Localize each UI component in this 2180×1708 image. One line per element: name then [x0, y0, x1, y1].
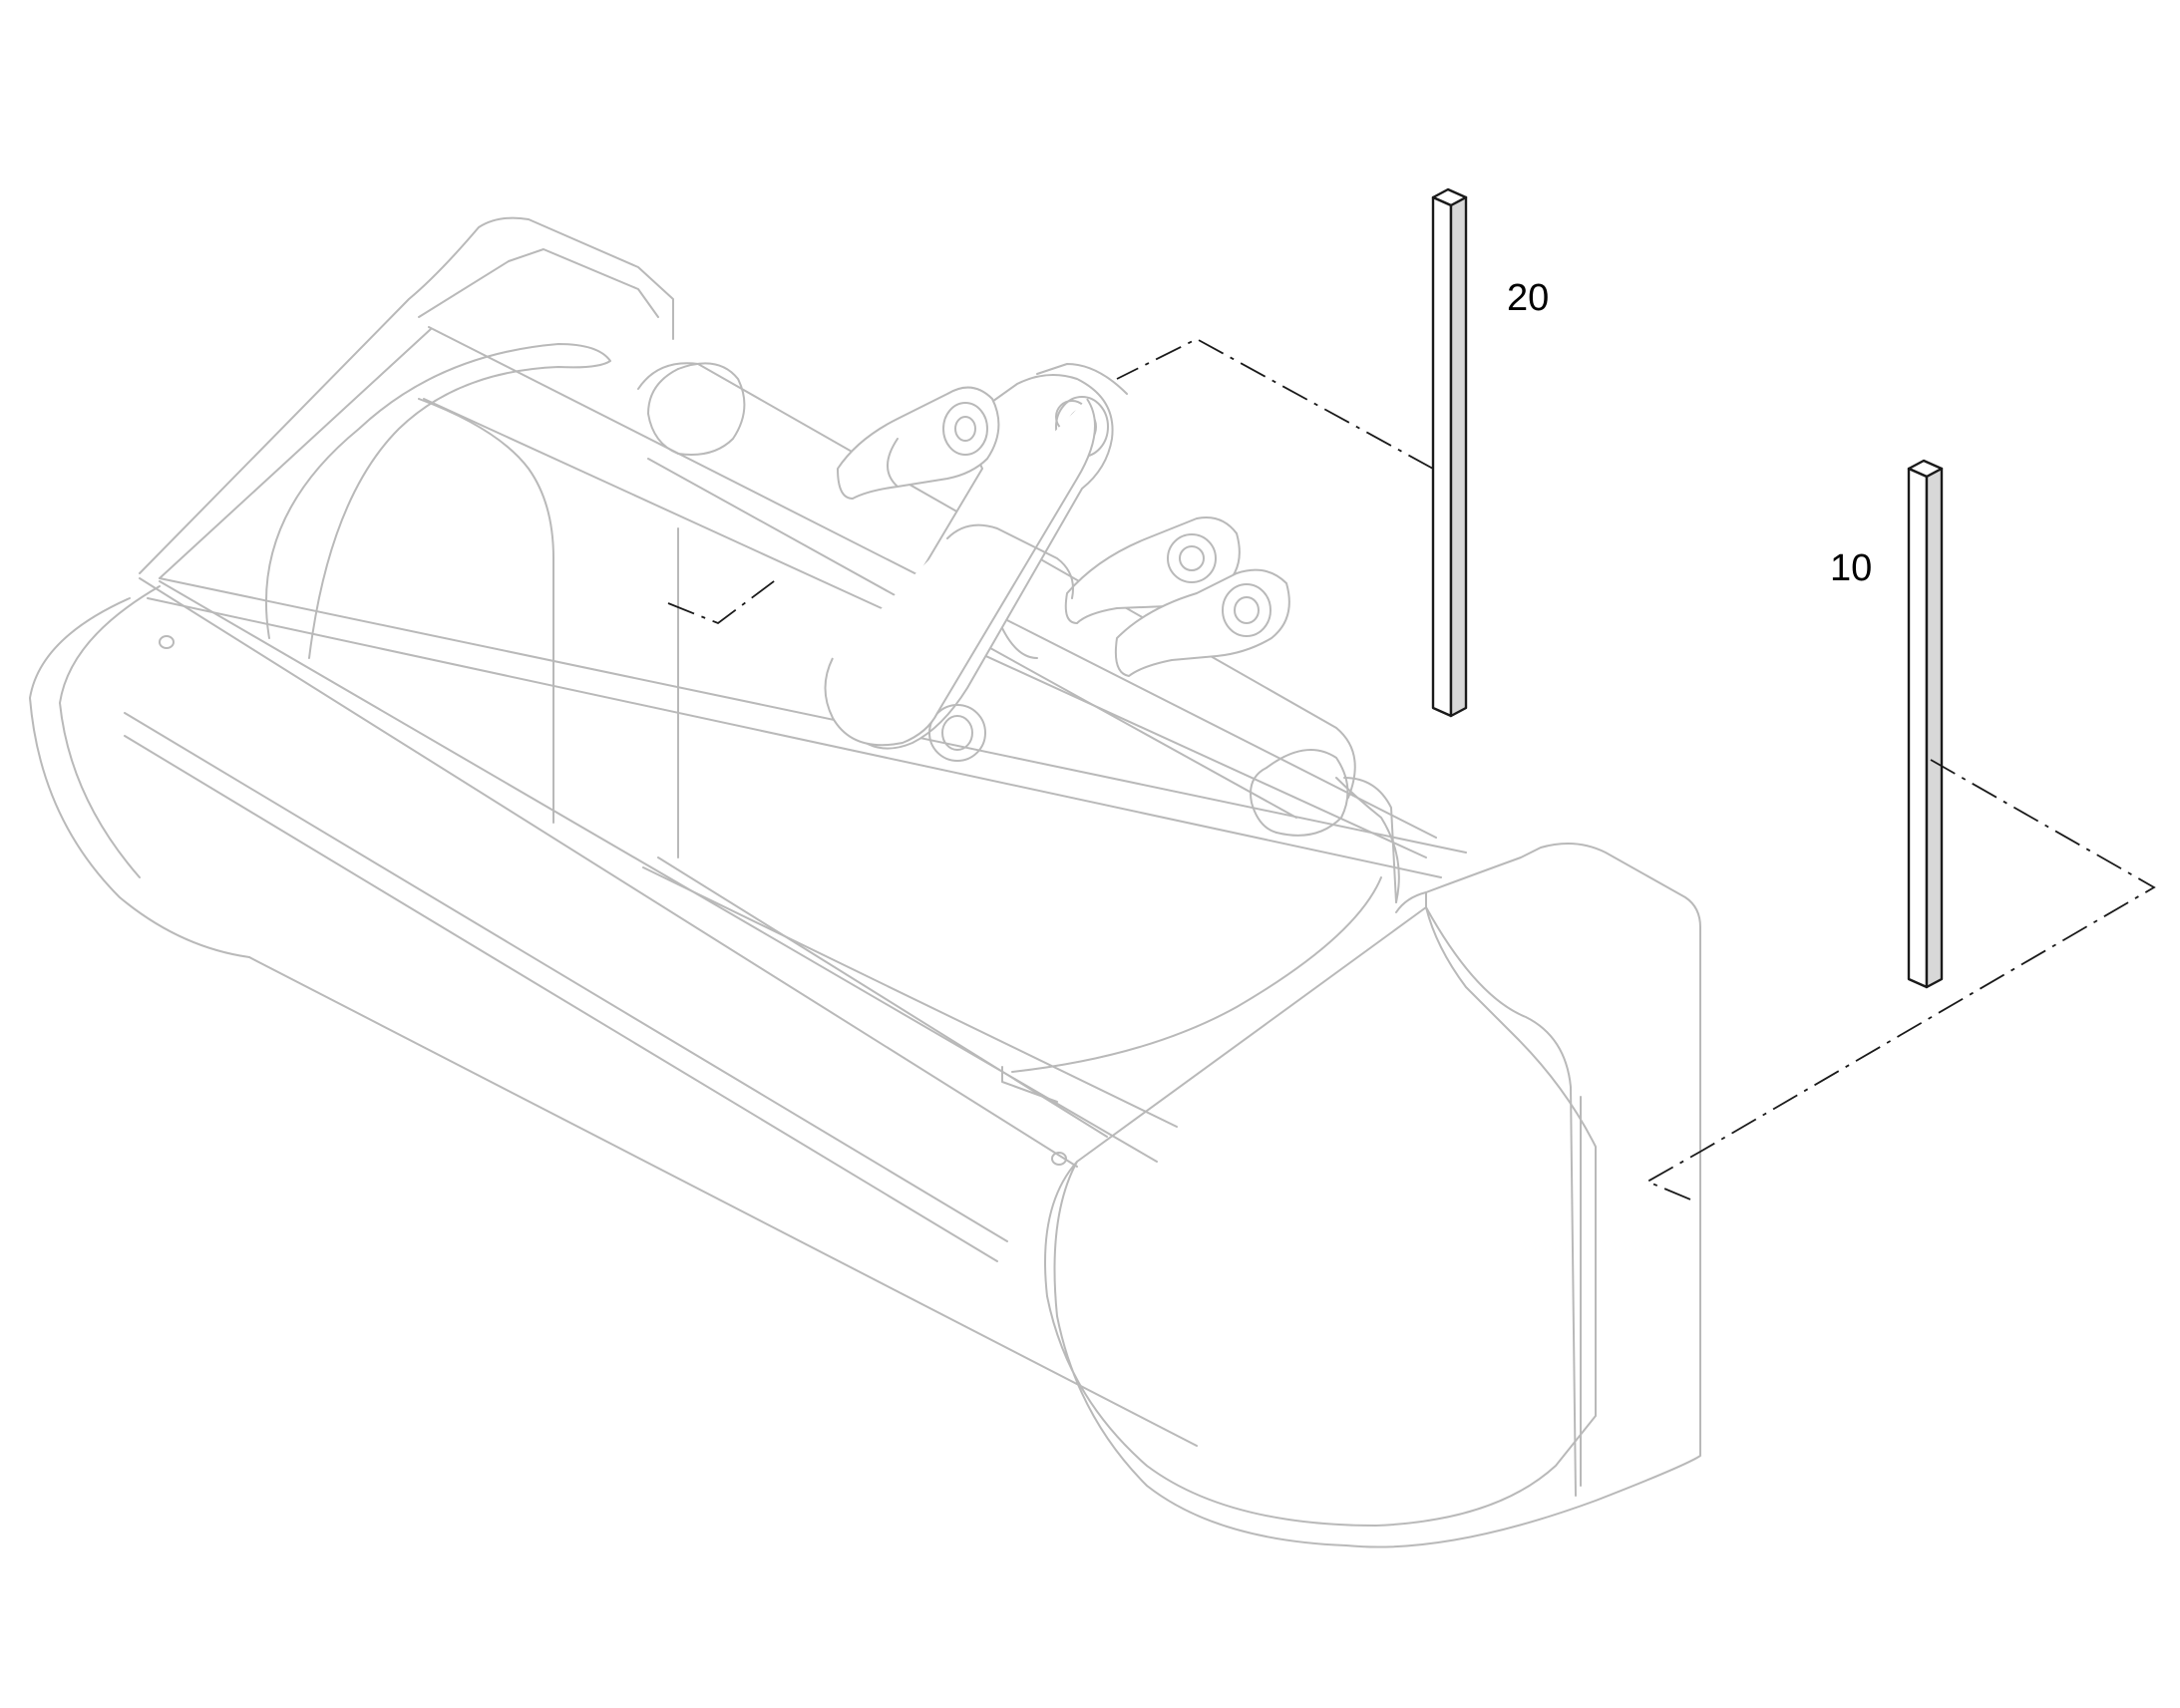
leader-line-10 — [1644, 759, 2156, 1202]
callout-label-10: 10 — [1830, 547, 1873, 589]
bucket-icon — [29, 216, 1701, 1548]
leader-line-20 — [1116, 337, 1434, 470]
wear-strip-10 — [1907, 459, 1944, 989]
callout-label-20: 20 — [1507, 277, 1550, 319]
wear-strip-20 — [1431, 187, 1468, 718]
